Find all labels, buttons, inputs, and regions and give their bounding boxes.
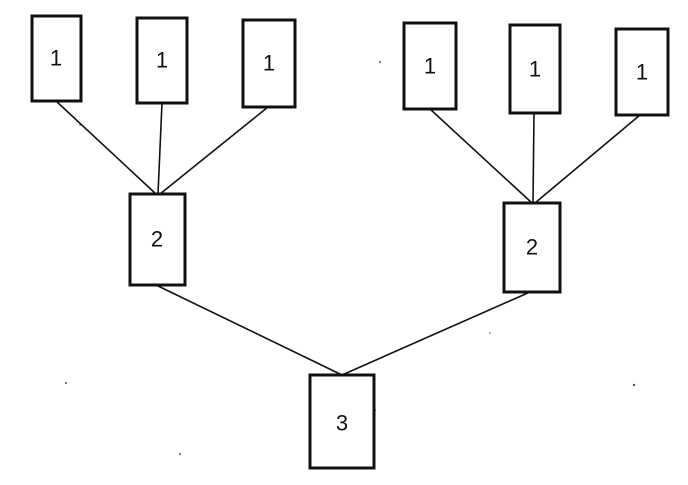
node-label: 1	[529, 57, 541, 82]
node-label: 3	[336, 411, 348, 436]
node-left-2: 1	[135, 16, 189, 105]
node-label: 1	[50, 46, 62, 71]
node-left-3: 1	[241, 18, 297, 109]
node-label: 1	[156, 48, 168, 73]
node-right-2: 1	[508, 23, 562, 115]
node-label: 2	[526, 235, 538, 260]
edge-left-c	[159, 106, 269, 195]
node-left-1: 1	[30, 14, 83, 103]
node-label: 1	[263, 51, 275, 76]
node-mid-left: 2	[128, 192, 187, 287]
node-right-1: 1	[402, 21, 458, 111]
edge-left-a	[55, 100, 157, 195]
edge-right-c	[534, 114, 641, 204]
node-right-3: 1	[614, 27, 670, 117]
edge-root-left	[155, 284, 343, 376]
node-label: 1	[424, 54, 436, 79]
node-mid-right: 2	[502, 201, 562, 294]
node-label: 1	[636, 60, 648, 85]
edge-left-b	[157, 102, 163, 195]
node-label: 2	[151, 227, 163, 252]
edge-right-b	[532, 112, 535, 204]
edge-root-right	[341, 291, 531, 376]
edge-right-a	[429, 108, 533, 204]
node-root: 3	[308, 373, 376, 470]
